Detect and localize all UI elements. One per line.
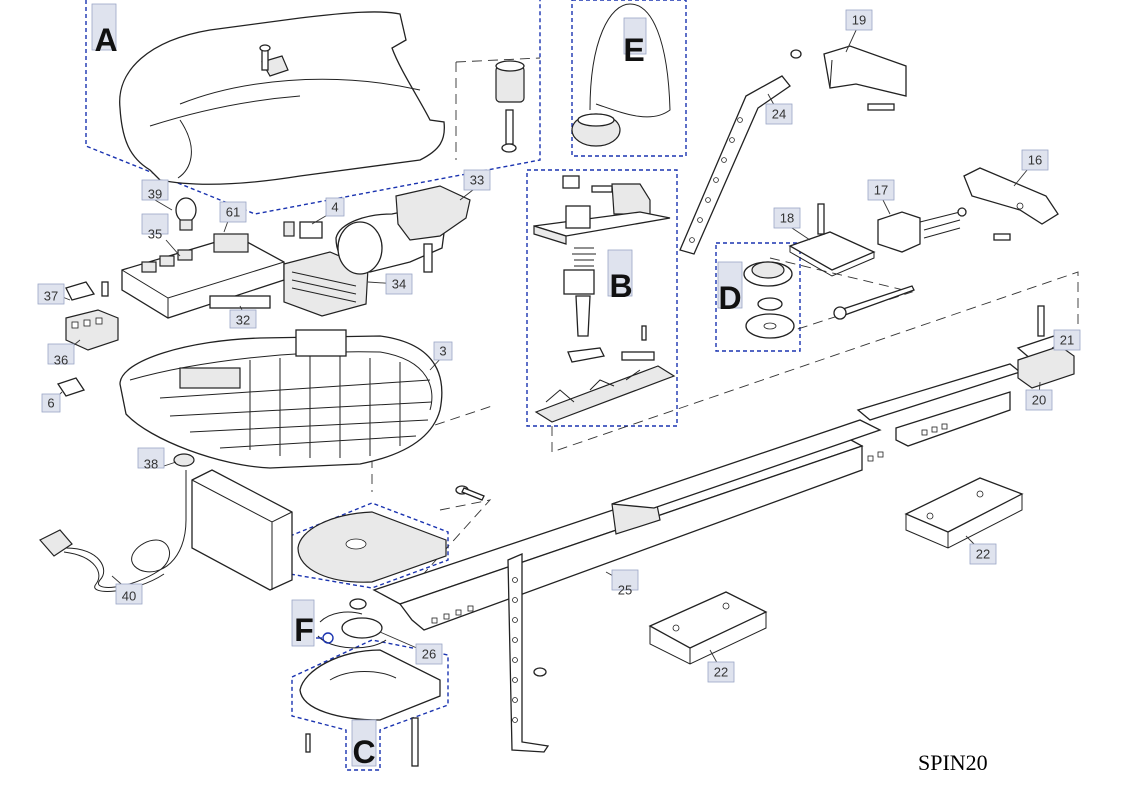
svg-text:25: 25	[618, 583, 632, 598]
leader-rail-group-b	[551, 271, 1079, 453]
screw-rail	[455, 485, 485, 501]
callout-38: 38	[137, 447, 165, 472]
motor	[335, 185, 471, 275]
callout-37: 37	[37, 283, 65, 305]
rail-extension	[856, 363, 1022, 447]
group-c-letter: C	[352, 734, 375, 770]
svg-text:37: 37	[44, 289, 58, 304]
drive-housing-f	[297, 511, 447, 583]
svg-text:6: 6	[47, 396, 54, 411]
group-d-outline	[715, 242, 801, 352]
svg-text:20: 20	[1032, 393, 1046, 408]
plate-18	[788, 203, 915, 320]
svg-text:22: 22	[976, 547, 990, 562]
group-e-letter: E	[623, 32, 644, 68]
group-f-letter: F	[294, 612, 314, 648]
callout-16: 16	[1021, 149, 1049, 171]
svg-text:18: 18	[780, 211, 794, 226]
group-c-outline	[291, 639, 449, 771]
callout-61: 61	[219, 201, 247, 223]
cord-holder-part	[495, 60, 525, 153]
group-f-outline	[289, 502, 449, 589]
svg-text:17: 17	[874, 183, 888, 198]
bracket-22-lower	[648, 591, 768, 665]
gear-d	[743, 261, 795, 339]
bracket-22-upper	[904, 477, 1024, 549]
group-e-outline	[571, 0, 687, 157]
small-switch-4	[283, 221, 323, 239]
base-plate	[119, 329, 443, 469]
sprocket-26	[317, 598, 387, 649]
svg-text:24: 24	[772, 107, 786, 122]
group-d-letter: D	[718, 280, 741, 316]
model-label: SPIN20	[918, 750, 988, 775]
svg-text:40: 40	[122, 589, 136, 604]
leader-trolley	[399, 499, 492, 601]
battery-box	[191, 469, 293, 591]
bracket-17	[877, 207, 967, 253]
svg-text:36: 36	[54, 353, 68, 368]
svg-text:61: 61	[226, 205, 240, 220]
svg-text:21: 21	[1060, 333, 1074, 348]
grommet-38	[173, 453, 195, 467]
svg-text:4: 4	[331, 200, 338, 215]
svg-text:26: 26	[422, 647, 436, 662]
callout-18: 18	[773, 207, 801, 229]
svg-text:33: 33	[470, 173, 484, 188]
callout-24: 24	[765, 103, 793, 125]
callout-33: 33	[463, 169, 491, 191]
group-a-letter: A	[94, 22, 117, 58]
terminal-37-36	[65, 281, 119, 351]
small-label-6	[56, 377, 86, 397]
callout-22b: 22	[707, 661, 735, 683]
callout-35: 35	[141, 213, 169, 242]
vertical-bracket	[507, 553, 550, 753]
bracket-16	[963, 167, 1059, 241]
callout-20: 20	[1025, 389, 1053, 411]
part-callouts: 3 4 6 16 17 18 19 20 21 22 22 24 25 26 3…	[37, 9, 1081, 683]
callout-19: 19	[845, 9, 873, 31]
svg-text:35: 35	[148, 227, 162, 242]
bulb	[175, 197, 197, 231]
group-letters: A B C D E F	[91, 3, 743, 770]
control-board	[121, 233, 285, 319]
bracket-19	[790, 45, 907, 111]
callout-34: 34	[385, 273, 413, 295]
trolley-assembly-parts	[533, 175, 676, 423]
callout-6: 6	[41, 393, 61, 413]
svg-text:3: 3	[439, 344, 446, 359]
drive-housing-c	[299, 649, 441, 767]
cover-assembly	[119, 11, 446, 185]
svg-text:19: 19	[852, 13, 866, 28]
svg-text:16: 16	[1028, 153, 1042, 168]
svg-text:34: 34	[392, 277, 406, 292]
leader-base-screw	[419, 405, 493, 431]
callout-3: 3	[433, 341, 453, 361]
leader-cover-to-screw	[455, 57, 541, 160]
rail-25	[372, 419, 884, 631]
svg-text:38: 38	[144, 457, 158, 472]
arm-24	[679, 75, 791, 255]
callout-17: 17	[867, 179, 895, 201]
svg-text:32: 32	[236, 313, 250, 328]
release-handle	[571, 3, 671, 147]
callout-40: 40	[115, 583, 143, 605]
svg-text:39: 39	[148, 187, 162, 202]
group-b-letter: B	[609, 268, 632, 304]
screw-cover	[259, 44, 271, 71]
callout-32: 32	[229, 309, 257, 329]
power-cord	[39, 470, 187, 592]
callout-36: 36	[47, 343, 75, 368]
callout-26: 26	[415, 643, 443, 665]
callout-25: 25	[611, 569, 639, 598]
callout-39: 39	[141, 179, 169, 202]
svg-text:22: 22	[714, 665, 728, 680]
callout-4: 4	[325, 197, 345, 217]
callout-22a: 22	[969, 543, 997, 565]
callout-21: 21	[1053, 329, 1081, 351]
